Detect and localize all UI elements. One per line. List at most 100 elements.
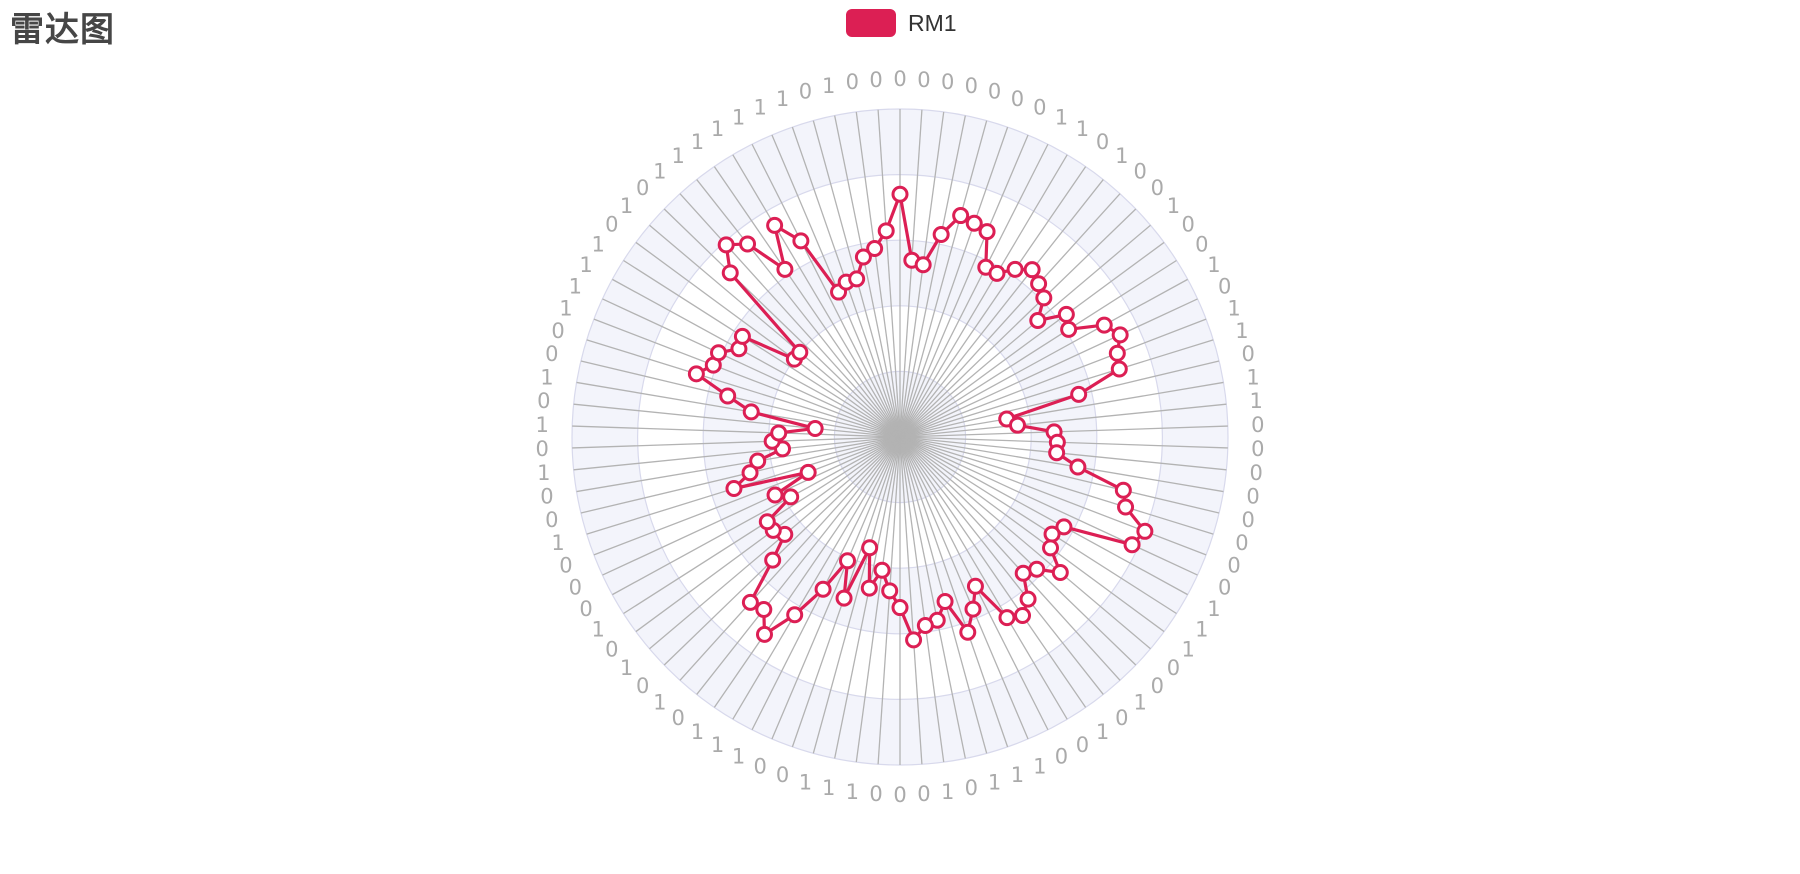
series-point[interactable] — [1048, 444, 1066, 462]
series-point[interactable] — [1111, 326, 1129, 344]
series-point[interactable] — [1123, 536, 1141, 554]
axis-line — [593, 436, 901, 556]
series-point[interactable] — [1095, 316, 1113, 334]
series-point[interactable] — [854, 248, 872, 266]
series-point[interactable] — [861, 539, 879, 557]
series-point[interactable] — [719, 387, 737, 405]
series-point[interactable] — [932, 226, 950, 244]
series-point[interactable] — [839, 552, 857, 570]
indicator-label: 1 — [1235, 319, 1248, 343]
series-point[interactable] — [742, 403, 760, 421]
series-point[interactable] — [1114, 481, 1132, 499]
series-point[interactable] — [891, 185, 909, 203]
series-point[interactable] — [755, 625, 773, 643]
axis-line — [899, 436, 1214, 535]
series-point[interactable] — [792, 232, 810, 250]
indicator-label: 1 — [941, 780, 954, 804]
series-point[interactable] — [770, 424, 788, 442]
series-point[interactable] — [835, 589, 853, 607]
axis-line — [572, 425, 901, 438]
series-point[interactable] — [766, 216, 784, 234]
series-point[interactable] — [764, 551, 782, 569]
series-point[interactable] — [964, 600, 982, 618]
series-point[interactable] — [725, 480, 743, 498]
series-point[interactable] — [814, 580, 832, 598]
series-point[interactable] — [741, 593, 759, 611]
series-point[interactable] — [1060, 320, 1078, 338]
series-point[interactable] — [1110, 360, 1128, 378]
series-point[interactable] — [1136, 522, 1154, 540]
series-point[interactable] — [914, 256, 932, 274]
series-point[interactable] — [741, 464, 759, 482]
series-point[interactable] — [988, 264, 1006, 282]
indicator-label: 0 — [1251, 413, 1264, 437]
series-point[interactable] — [860, 579, 878, 597]
series-point[interactable] — [966, 577, 984, 595]
series-point[interactable] — [1055, 518, 1073, 536]
series-point[interactable] — [1042, 539, 1060, 557]
series-point[interactable] — [1057, 305, 1075, 323]
series-point[interactable] — [1108, 344, 1126, 362]
axis-line — [834, 115, 901, 438]
axis-line — [899, 436, 1224, 493]
series-point[interactable] — [806, 419, 824, 437]
indicator-label: 0 — [1115, 706, 1128, 730]
indicator-label: 0 — [1151, 674, 1164, 698]
indicator-label: 0 — [579, 597, 592, 621]
series-point[interactable] — [916, 617, 934, 635]
series-point[interactable] — [877, 222, 895, 240]
series-point[interactable] — [1029, 312, 1047, 330]
series-point[interactable] — [1030, 275, 1048, 293]
series-point[interactable] — [1043, 525, 1061, 543]
series-point[interactable] — [791, 343, 809, 361]
series-point[interactable] — [1019, 590, 1037, 608]
series-point[interactable] — [1051, 564, 1069, 582]
series-point[interactable] — [786, 606, 804, 624]
series-point[interactable] — [1014, 564, 1032, 582]
series-point[interactable] — [782, 488, 800, 506]
series-point[interactable] — [1006, 260, 1024, 278]
series-point[interactable] — [717, 236, 735, 254]
series-point[interactable] — [687, 365, 705, 383]
series-point[interactable] — [873, 561, 891, 579]
series-point[interactable] — [1014, 606, 1032, 624]
axis-line — [771, 436, 901, 740]
legend[interactable]: RM1 — [846, 9, 957, 37]
series-point[interactable] — [848, 270, 866, 288]
series-point[interactable] — [866, 239, 884, 257]
series-point[interactable] — [721, 264, 739, 282]
series-point[interactable] — [776, 260, 794, 278]
series-point[interactable] — [905, 631, 923, 649]
series-point[interactable] — [1023, 261, 1041, 279]
series-point[interactable] — [1028, 560, 1046, 578]
series-point[interactable] — [881, 582, 899, 600]
series-point[interactable] — [766, 486, 784, 504]
series-point[interactable] — [758, 513, 776, 531]
series-point[interactable] — [965, 214, 983, 232]
series-point[interactable] — [739, 235, 757, 253]
series-point[interactable] — [1035, 289, 1053, 307]
indicator-label: 0 — [545, 342, 558, 366]
series-point[interactable] — [799, 463, 817, 481]
indicator-label: 0 — [1251, 437, 1264, 461]
indicator-label: 1 — [620, 656, 633, 680]
axis-line — [649, 224, 901, 438]
indicator-label: 0 — [636, 674, 649, 698]
series-point[interactable] — [1008, 416, 1026, 434]
series-point[interactable] — [959, 623, 977, 641]
series-point[interactable] — [755, 600, 773, 618]
indicator-label: 0 — [1182, 213, 1195, 237]
series-point[interactable] — [891, 599, 909, 617]
series-point[interactable] — [710, 344, 728, 362]
series-point[interactable] — [1069, 458, 1087, 476]
series-point[interactable] — [749, 452, 767, 470]
series-point[interactable] — [1117, 498, 1135, 516]
series-point[interactable] — [1070, 385, 1088, 403]
series-point[interactable] — [998, 609, 1016, 627]
series-point[interactable] — [952, 207, 970, 225]
axis-line — [572, 436, 901, 449]
series-point[interactable] — [978, 223, 996, 241]
series-point[interactable] — [733, 327, 751, 345]
series-point[interactable] — [936, 592, 954, 610]
indicator-label: 0 — [965, 74, 978, 98]
